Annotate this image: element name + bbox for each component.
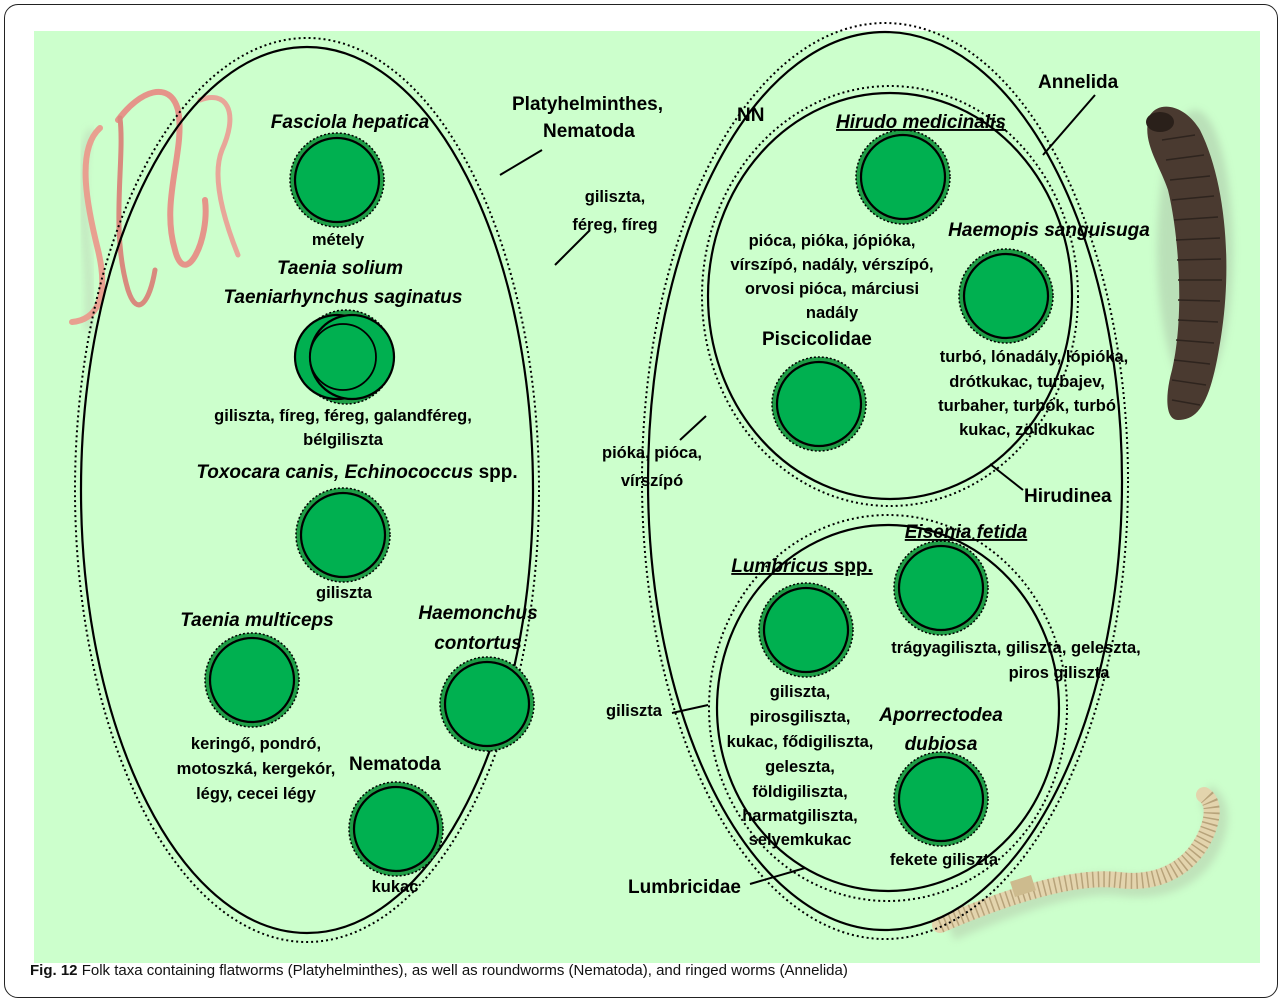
taxon-circle-taenia	[293, 309, 396, 405]
taxon-name-toxocara-suffix: spp.	[473, 462, 517, 483]
annelida-folk-line-1: pióka, pióca,	[602, 444, 702, 462]
label-piscicolidae: Piscicolidae	[762, 329, 872, 350]
taxon-name-haemonchus-2: contortus	[434, 633, 522, 654]
taxon-name-toxocara: Toxocara canis, Echinococcus spp.	[196, 462, 517, 483]
folk-hirudo-line-4: nadály	[806, 304, 859, 322]
annelida-folk-line-2: vírszípó	[621, 472, 683, 490]
taxon-circle-eisenia	[893, 540, 989, 636]
folk-eisenia-line-2: piros giliszta	[1009, 664, 1111, 682]
folk-taenia-line-1: giliszta, fíreg, féreg, galandféreg,	[214, 407, 472, 425]
taxon-circle-haemopis	[958, 248, 1054, 344]
folk-nematoda: kukac	[372, 878, 419, 896]
taxon-circle-nematoda	[348, 781, 444, 877]
label-nematoda: Nematoda	[349, 754, 441, 775]
label-platyhelminthes: Platyhelminthes,	[512, 94, 663, 115]
folk-lumbricus-line-1: giliszta,	[770, 683, 831, 701]
folk-hirudo-line-1: pióca, pióka, jópióka,	[749, 232, 916, 250]
folk-lumbricus-line-4: geleszta,	[765, 758, 835, 776]
leech-illustration	[1146, 106, 1233, 420]
label-nematoda-group: Nematoda	[543, 121, 635, 142]
folk-multiceps-line-2: motoszká, kergekór,	[177, 760, 336, 778]
folk-multiceps-line-1: keringő, pondró,	[191, 735, 321, 753]
label-nn: NN	[737, 105, 764, 126]
taxon-circle-multiceps	[204, 632, 300, 728]
folk-haemopis-line-1: turbó, lónadály, lópióka,	[940, 348, 1129, 366]
diagram-panel	[34, 31, 1260, 963]
taxon-name-hirudo: Hirudo medicinalis	[836, 112, 1006, 133]
figure-caption: Fig. 12 Folk taxa containing flatworms (…	[30, 962, 1260, 979]
folk-aporrectodea: fekete giliszta	[890, 851, 999, 869]
folk-haemopis-line-4: kukac, zöldkukac	[959, 421, 1095, 439]
taxon-circle-lumbricus	[758, 582, 854, 678]
folk-haemopis-line-2: drótkukac, turbajev,	[949, 373, 1105, 391]
taxon-name-aporrectodea-1: Aporrectodea	[878, 705, 1003, 726]
folk-eisenia-line-1: trágyagiliszta, giliszta, geleszta,	[891, 639, 1140, 657]
taxon-circle-piscicolidae	[771, 356, 867, 452]
folk-lumbricus-line-3: kukac, fődigiliszta,	[727, 733, 874, 751]
folk-hirudo-line-2: vírszípó, nadály, vérszípó,	[730, 256, 933, 274]
folk-haemopis-line-3: turbaher, turbók, turbó	[938, 397, 1116, 415]
group-outlines	[74, 22, 1129, 943]
platy-nematoda-outline	[79, 45, 535, 935]
taxon-circle-haemonchus	[439, 656, 535, 752]
lumbricidae-dotted-outline	[708, 514, 1068, 902]
folk-multiceps-line-3: légy, cecei légy	[196, 785, 317, 803]
taxon-name-haemopis: Haemopis sanguisuga	[948, 220, 1150, 241]
caption-text: Folk taxa containing flatworms (Platyhel…	[81, 962, 848, 979]
taxon-name-lumbricus: Lumbricus spp.	[731, 556, 872, 577]
folk-lumbricus-line-6: harmatgiliszta,	[742, 807, 858, 825]
label-annelida: Annelida	[1038, 72, 1119, 93]
hirudinea-dotted-outline	[701, 85, 1079, 507]
taxon-circle-aporrectodea	[893, 751, 989, 847]
folk-fasciola: mételу	[312, 231, 365, 249]
taxon-name-lumbricus-italic: Lumbricus	[731, 556, 828, 577]
taxon-circle-toxocara	[295, 487, 391, 583]
hirudinea-outline	[706, 91, 1074, 501]
label-lumbricidae: Lumbricidae	[628, 877, 741, 898]
folk-toxocara: giliszta	[316, 584, 373, 602]
roundworm-illustration	[69, 88, 241, 331]
annelida-outline	[646, 30, 1124, 932]
leader-lines	[499, 94, 1096, 885]
taxon-name-eisenia: Eisenia fetida	[905, 522, 1028, 543]
lumbricidae-outline	[715, 523, 1061, 893]
platy-folk-line-2: féreg, fíreg	[572, 216, 657, 234]
taxon-name-taeniarhynchus: Taeniarhynchus saginatus	[224, 287, 463, 308]
figure-frame	[4, 4, 1278, 998]
folk-lumbricus-line-7: selyemkukac	[749, 831, 852, 849]
taxon-circle-hirudo	[855, 129, 951, 225]
folk-taenia-line-2: bélgiliszta	[303, 431, 384, 449]
lumbricidae-folk-name: giliszta	[606, 702, 663, 720]
taxon-circle-fasciola	[289, 132, 385, 228]
platy-folk-line-1: giliszta,	[585, 188, 646, 206]
taxon-name-multiceps: Taenia multiceps	[180, 610, 333, 631]
folk-lumbricus-line-2: pirosgiliszta,	[750, 708, 851, 726]
taxon-name-lumbricus-suffix: spp.	[828, 556, 872, 577]
taxon-name-toxocara-italic: Toxocara canis, Echinococcus	[196, 462, 473, 483]
folk-hirudo-line-3: orvosi pióca, márciusi	[745, 280, 919, 298]
nn-dotted-outline	[641, 22, 1129, 940]
taxon-name-aporrectodea-2: dubiosa	[905, 734, 978, 755]
taxon-name-haemonchus-1: Haemonchus	[418, 603, 537, 624]
taxon-circles	[204, 129, 1054, 877]
platy-nematoda-dotted-outline	[74, 37, 540, 943]
folk-lumbricus-line-5: földigiliszta,	[752, 783, 847, 801]
label-hirudinea: Hirudinea	[1024, 486, 1112, 507]
taxon-name-taenia-solium: Taenia solium	[277, 258, 403, 279]
earthworm-illustration	[932, 785, 1228, 941]
taxon-name-fasciola: Fasciola hepatica	[271, 112, 430, 133]
caption-label: Fig. 12	[30, 962, 78, 979]
